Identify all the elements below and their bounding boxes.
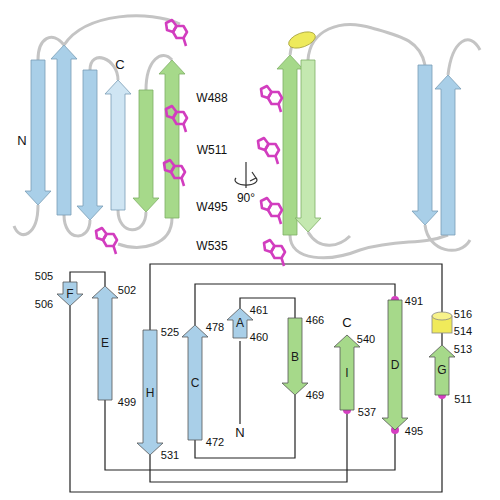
rotation-symbol (235, 162, 257, 188)
residue-number: 516 (454, 309, 472, 320)
beta-sheet-ribbon (25, 45, 185, 220)
residue-label: W535 (196, 240, 227, 252)
beta-strand: C (181, 325, 209, 440)
terminus-label: C (115, 58, 124, 71)
loop-ribbon (14, 16, 180, 247)
strand-letter: H (146, 387, 155, 399)
residue-number: 511 (454, 394, 472, 405)
terminus-label: C (342, 316, 351, 329)
terminus-label: N (17, 134, 26, 147)
residue-label: W495 (196, 201, 227, 213)
residue-number: 499 (118, 397, 136, 408)
loop-ribbon (290, 25, 480, 258)
residue-number: 478 (206, 322, 224, 333)
residue-number: 505 (35, 271, 53, 282)
residue-number: 537 (358, 407, 376, 418)
beta-strand: F (56, 282, 84, 306)
residue-number: 513 (454, 344, 472, 355)
residue-number: 531 (161, 450, 179, 461)
residue-number: 491 (405, 296, 423, 307)
strand-letter: F (66, 288, 73, 300)
beta-sheet-ribbon (277, 55, 461, 235)
strand-letter: D (391, 359, 400, 371)
residue-number: 495 (405, 426, 423, 437)
residue-number: 502 (118, 285, 136, 296)
residue-number: 466 (306, 315, 324, 326)
helix-cylinder (432, 312, 452, 333)
loop-connector (195, 395, 295, 458)
beta-strand: D (381, 300, 409, 430)
beta-strand: E (91, 286, 119, 400)
trp-position-dot (343, 296, 446, 434)
residue-number: 461 (250, 305, 268, 316)
strand-letter: B (291, 351, 299, 363)
beta-strand: H (136, 330, 164, 455)
terminus-line (239, 341, 240, 424)
helix-ribbon (286, 29, 317, 52)
beta-strand: A (226, 308, 254, 338)
loop-connector (150, 410, 347, 482)
residue-number: 540 (357, 334, 375, 345)
residue-number: 525 (161, 327, 179, 338)
strand-letter: I (345, 367, 348, 379)
residue-label: W488 (196, 92, 227, 104)
residue-number: 514 (454, 326, 472, 337)
residue-label: W511 (197, 144, 227, 156)
strand-letter: E (101, 337, 109, 349)
beta-strand: G (428, 345, 456, 395)
residue-number: 506 (35, 299, 53, 310)
loop-connector (70, 306, 442, 492)
terminus-label: 90° (237, 192, 255, 204)
strand-letter: C (191, 377, 200, 389)
loop-connector (240, 298, 295, 318)
terminus-label: N (235, 426, 244, 439)
strand-letter: A (236, 317, 244, 329)
strand-letter: G (437, 364, 446, 376)
beta-strand: I (333, 335, 361, 410)
residue-number: 460 (250, 332, 268, 343)
residue-number: 469 (306, 390, 324, 401)
beta-strand: B (281, 318, 309, 395)
residue-number: 472 (206, 437, 224, 448)
